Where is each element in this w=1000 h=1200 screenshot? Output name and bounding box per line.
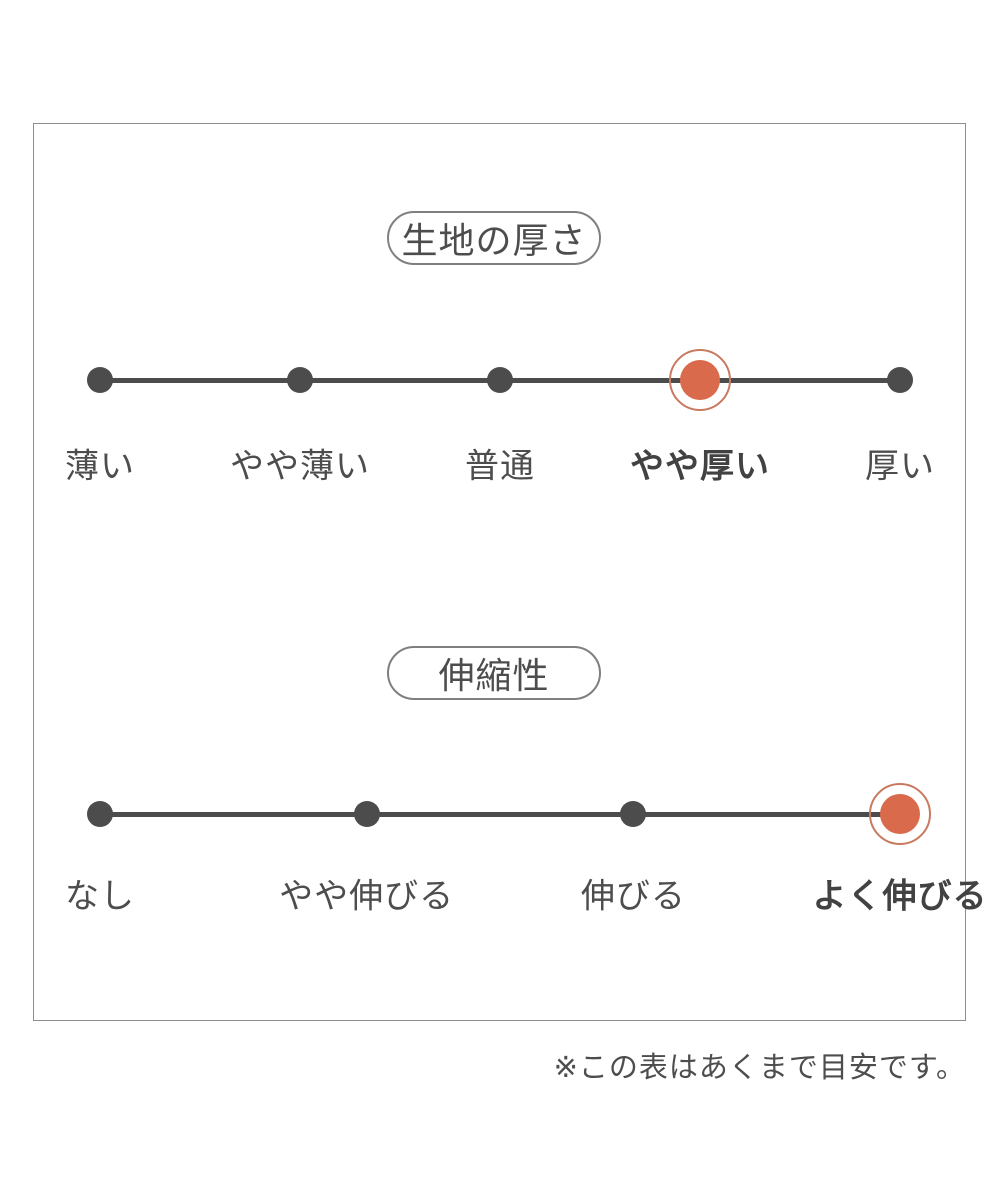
level-label: 伸びる (580, 877, 686, 916)
level-dot (353, 801, 380, 827)
level-label: やや伸びる (279, 877, 455, 916)
level-dot (620, 801, 647, 827)
level-label: 厚い (865, 447, 935, 486)
thickness-title-pill: 生地の厚さ (387, 211, 601, 265)
level-dot (87, 367, 113, 393)
guide-frame-border (33, 123, 966, 1021)
level-label: なし (65, 877, 135, 916)
level-dot (487, 367, 513, 393)
level-dot (887, 367, 913, 393)
stretch-title-pill: 伸縮性 (387, 646, 601, 700)
level-label: 普通 (465, 447, 535, 486)
level-dot (87, 801, 113, 827)
selected-level-dot (880, 794, 920, 834)
selected-level-ring (669, 349, 731, 411)
stretch-scale-line (98, 811, 902, 817)
disclaimer-footnote: ※この表はあくまで目安です。 (553, 1052, 966, 1084)
level-dot (287, 367, 313, 393)
selected-level-ring (869, 783, 931, 845)
selected-level-dot (680, 360, 720, 400)
thickness-title: 生地の厚さ (401, 220, 587, 261)
level-label: やや薄い (230, 447, 370, 486)
selected-level-label: よく伸びる (812, 877, 988, 916)
level-label: 薄い (65, 447, 135, 486)
selected-level-label: やや厚い (630, 447, 770, 486)
stretch-title: 伸縮性 (438, 655, 550, 696)
